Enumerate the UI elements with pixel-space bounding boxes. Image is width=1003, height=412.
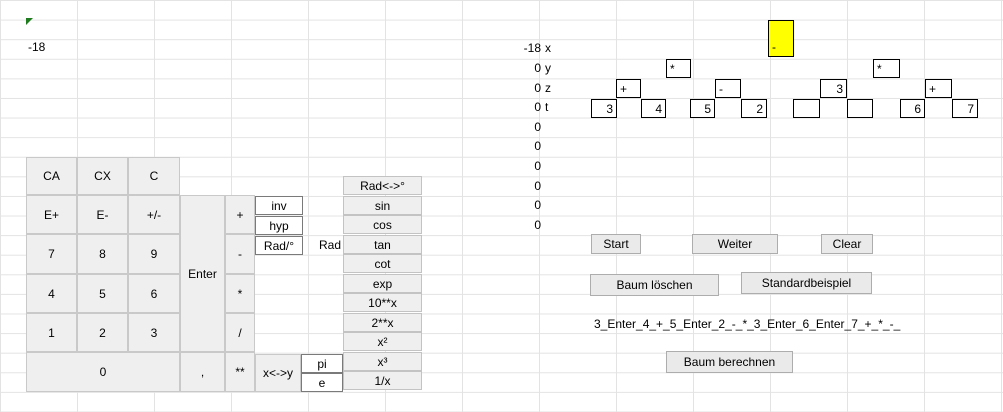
stack-x-label: x — [545, 41, 551, 55]
divide-button[interactable]: / — [225, 313, 255, 352]
stack-extra-value: 0 — [534, 218, 541, 232]
sign-toggle-button[interactable]: +/- — [128, 195, 180, 234]
weiter-button[interactable]: Weiter — [692, 234, 778, 254]
start-button[interactable]: Start — [591, 234, 641, 254]
digit-8-button[interactable]: 8 — [77, 234, 128, 274]
e-button[interactable]: e — [301, 373, 343, 392]
stack-extra-value: 0 — [534, 179, 541, 193]
tree-node-level1: * — [666, 59, 691, 78]
stack-extra-value: 0 — [534, 198, 541, 212]
stack-z-label: z — [545, 81, 551, 95]
e-plus-button[interactable]: E+ — [26, 195, 77, 234]
swap-xy-button[interactable]: x<->y — [255, 354, 301, 392]
digit-1-button[interactable]: 1 — [26, 313, 77, 352]
stack-extra-value: 0 — [534, 139, 541, 153]
pi-button[interactable]: pi — [301, 354, 343, 373]
digit-3-button[interactable]: 3 — [128, 313, 180, 352]
multiply-button[interactable]: * — [225, 274, 255, 313]
inv-toggle-button[interactable]: inv — [255, 196, 303, 215]
cube-button[interactable]: x³ — [343, 352, 422, 371]
cos-button[interactable]: cos — [343, 215, 422, 234]
stack-extra-value: 0 — [534, 120, 541, 134]
clear-button[interactable]: Clear — [821, 234, 873, 254]
stack-extra-value: 0 — [534, 159, 541, 173]
ca-button[interactable]: CA — [26, 157, 77, 195]
digit-2-button[interactable]: 2 — [77, 313, 128, 352]
cx-button[interactable]: CX — [77, 157, 128, 195]
digit-7-button[interactable]: 7 — [26, 234, 77, 274]
minus-button[interactable]: - — [225, 234, 255, 274]
reciprocal-button[interactable]: 1/x — [343, 371, 422, 390]
stack-x-value: -18 — [523, 41, 541, 55]
tree-node-level2: + — [616, 79, 641, 98]
tree-leaf: 3 — [591, 99, 617, 118]
stack-z-value: 0 — [534, 81, 541, 95]
tree-leaf: 5 — [690, 99, 715, 118]
plus-button[interactable]: + — [225, 195, 255, 234]
sin-button[interactable]: sin — [343, 196, 422, 215]
digit-4-button[interactable]: 4 — [26, 274, 77, 313]
c-button[interactable]: C — [128, 157, 180, 195]
digit-0-button[interactable]: 0 — [26, 352, 180, 392]
stack-y-label: y — [545, 61, 551, 75]
rad-deg-convert-button[interactable]: Rad<->° — [343, 176, 422, 195]
tree-leaf — [847, 99, 873, 118]
expression-string: 3_Enter_4_+_5_Enter_2_-_*_3_Enter_6_Ente… — [594, 317, 901, 331]
tree-node-level2: + — [925, 79, 952, 98]
baum-berechnen-button[interactable]: Baum berechnen — [666, 351, 793, 373]
hyp-toggle-button[interactable]: hyp — [255, 216, 303, 235]
standardbeispiel-button[interactable]: Standardbeispiel — [741, 272, 872, 294]
tan-button[interactable]: tan — [343, 235, 422, 254]
cell-indicator-icon — [26, 18, 33, 25]
stack-y-value: 0 — [534, 61, 541, 75]
baum-loeschen-button[interactable]: Baum löschen — [590, 274, 719, 296]
comma-button[interactable]: , — [180, 352, 225, 392]
angle-mode-label: Rad — [319, 238, 342, 252]
tree-leaf: 2 — [741, 99, 767, 118]
tree-root-node: - — [768, 20, 794, 57]
tree-node-level2: - — [715, 79, 741, 98]
rad-deg-toggle-button[interactable]: Rad/° — [255, 236, 303, 255]
enter-button[interactable]: Enter — [180, 195, 225, 352]
tree-node-level2: 3 — [820, 79, 847, 98]
digit-6-button[interactable]: 6 — [128, 274, 180, 313]
tree-leaf — [793, 99, 820, 118]
square-button[interactable]: x² — [343, 332, 422, 351]
stack-t-value: 0 — [534, 100, 541, 114]
e-minus-button[interactable]: E- — [77, 195, 128, 234]
exp-button[interactable]: exp — [343, 274, 422, 293]
power-button[interactable]: ** — [225, 352, 255, 392]
tree-leaf: 4 — [641, 99, 666, 118]
cell-value-a2: -18 — [28, 40, 46, 54]
tree-node-level1: * — [873, 59, 900, 78]
stack-t-label: t — [545, 100, 549, 114]
tree-leaf: 7 — [952, 99, 978, 118]
two-power-button[interactable]: 2**x — [343, 313, 422, 332]
cot-button[interactable]: cot — [343, 254, 422, 273]
ten-power-button[interactable]: 10**x — [343, 293, 422, 312]
digit-5-button[interactable]: 5 — [77, 274, 128, 313]
digit-9-button[interactable]: 9 — [128, 234, 180, 274]
tree-leaf: 6 — [900, 99, 925, 118]
